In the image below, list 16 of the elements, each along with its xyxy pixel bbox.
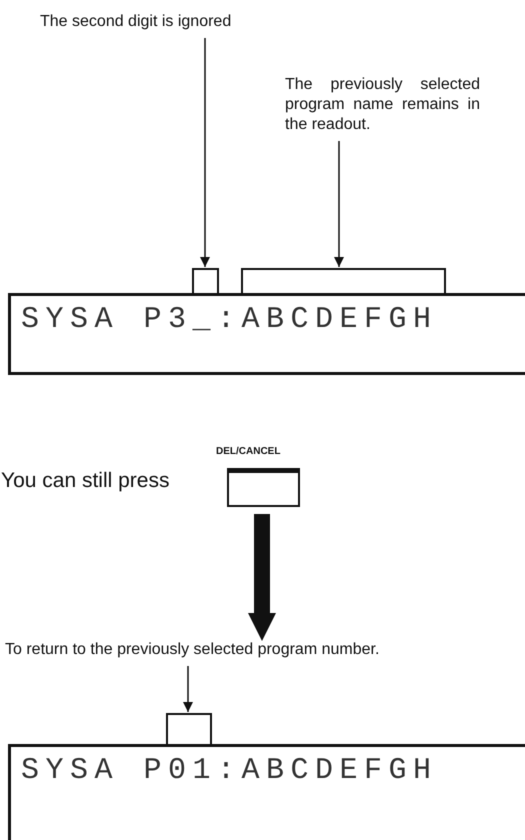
instruction-text: You can still press <box>1 469 170 492</box>
block-arrow <box>248 514 276 641</box>
callout-text: To return to the previously selected program number. <box>5 640 505 660</box>
bracket <box>192 268 219 293</box>
arrow <box>200 38 210 267</box>
arrow <box>334 141 344 267</box>
bracket <box>241 268 446 293</box>
callout-text: The second digit is ignored <box>40 12 380 32</box>
callout-text: The previously selected program name remains in the readout. <box>285 75 480 135</box>
lcd-display <box>8 293 525 375</box>
bracket <box>166 713 212 744</box>
key-label: DEL/CANCEL <box>216 446 280 458</box>
display-readout: SYSA P3_:ABCDEFGH <box>21 304 438 336</box>
display-readout: SYSA P01:ABCDEFGH <box>21 755 438 787</box>
arrow <box>183 666 193 712</box>
lcd-display <box>8 744 525 840</box>
